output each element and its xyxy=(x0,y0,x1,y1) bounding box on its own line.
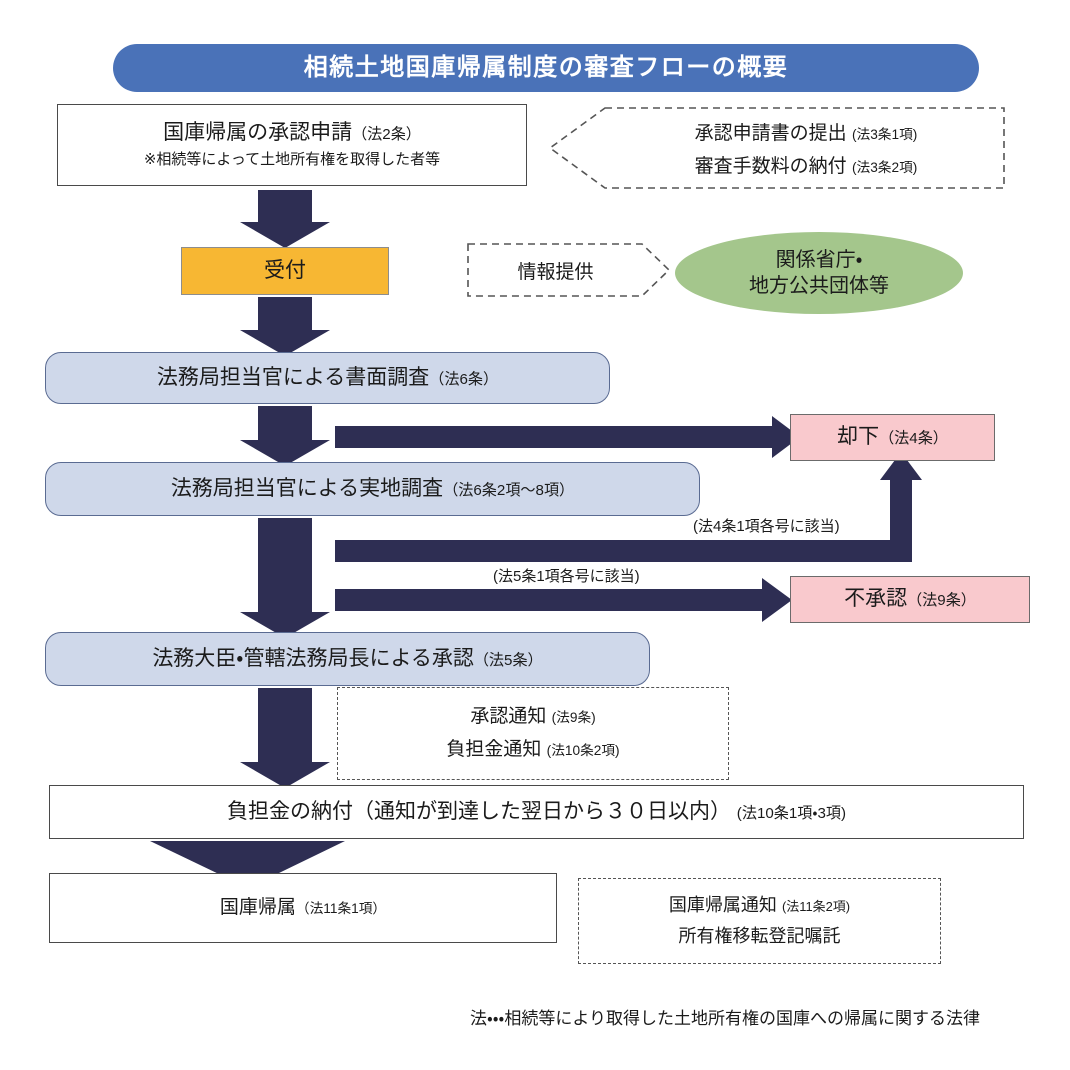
node-related-agencies: 関係省庁・ 地方公共団体等 xyxy=(675,232,963,314)
page-title: 相続土地国庫帰属制度の審査フローの概要 xyxy=(113,44,979,92)
node-document-survey-label: 法務局担当官による書面調査 xyxy=(156,365,430,389)
callout-information-label: 情報提供 xyxy=(517,261,594,283)
callout-notices-row-2: 負担金通知 (法10条2項) xyxy=(446,738,619,762)
node-application-title: 国庫帰属の承認申請（法2条） xyxy=(163,120,421,147)
node-field-survey-label: 法務局担当官による実地調査 xyxy=(170,476,444,500)
node-national-treasury: 国庫帰属（法11条1項） xyxy=(49,873,557,943)
node-approval-ref: （法5条） xyxy=(473,651,543,669)
node-national-treasury-ref: （法11条1項） xyxy=(295,900,387,916)
node-national-treasury-label: 国庫帰属 xyxy=(219,896,296,918)
callout-submission-row-2: 審査手数料の納付 (法3条2項) xyxy=(695,151,918,178)
callout-submission-shape xyxy=(548,107,1005,189)
callout-information-provision: 情報提供 xyxy=(466,242,671,298)
node-rejection-ref: （法9条） xyxy=(907,592,976,610)
arrow-field-survey-to-approval xyxy=(240,518,330,638)
node-document-survey-ref: （法6条） xyxy=(429,370,499,388)
arrow-approval-to-payment xyxy=(240,688,330,788)
callout-notices: 承認通知 (法9条) 負担金通知 (法10条2項) xyxy=(337,687,729,780)
node-field-survey-ref: （法6条2項〜8項） xyxy=(443,481,575,499)
callout-information-shape xyxy=(467,243,671,297)
node-approval: 法務大臣・管轄法務局長による承認（法5条） xyxy=(45,632,650,686)
node-document-survey: 法務局担当官による書面調査（法6条） xyxy=(45,352,610,404)
callout-submission-row-2-ref: (法3条2項) xyxy=(851,160,918,175)
callout-transfer-row-1-ref: (法11条2項) xyxy=(781,898,851,914)
callout-submission-row-1: 承認申請書の提出 (法3条1項) xyxy=(695,118,918,145)
node-application-ref: （法2条） xyxy=(352,126,421,144)
node-application-label: 国庫帰属の承認申請 xyxy=(163,121,353,145)
node-application: 国庫帰属の承認申請（法2条） ※相続等によって土地所有権を取得した者等 xyxy=(57,104,527,186)
node-agencies-line-2: 地方公共団体等 xyxy=(749,275,889,297)
callout-submission-row-2-label: 審査手数料の納付 xyxy=(694,156,847,177)
edge-label-article-5: (法5条1項各号に該当) xyxy=(493,568,640,585)
footnote: 法・・・相続等により取得した土地所有権の国庫への帰属に関する法律 xyxy=(470,1009,980,1028)
callout-notices-row-2-ref: (法10条2項) xyxy=(546,742,620,758)
callout-submission-row-1-label: 承認申請書の提出 xyxy=(694,123,847,144)
callout-notices-row-1-label: 承認通知 xyxy=(470,706,547,728)
node-dismissal-label: 却下 xyxy=(837,425,880,449)
node-rejection: 不承認（法9条） xyxy=(790,576,1030,623)
callout-notices-row-1: 承認通知 (法9条) xyxy=(470,705,595,729)
callout-transfer-row-1-label: 国庫帰属通知 xyxy=(668,894,777,915)
callout-transfer-registration: 国庫帰属通知 (法11条2項) 所有権移転登記嘱託 xyxy=(578,878,941,964)
arrow-doc-survey-to-dismissal xyxy=(335,416,800,458)
arrow-doc-survey-to-field-survey xyxy=(240,406,330,466)
node-reception: 受付 xyxy=(181,247,389,295)
node-dismissal: 却下（法4条） xyxy=(790,414,995,461)
node-agencies-line-1: 関係省庁・ xyxy=(775,249,863,271)
arrow-reception-to-doc-survey xyxy=(240,297,330,356)
node-approval-label: 法務大臣・管轄法務局長による承認 xyxy=(152,646,474,670)
node-dismissal-ref: （法4条） xyxy=(879,430,948,448)
callout-submission: 承認申請書の提出 (法3条1項) 審査手数料の納付 (法3条2項) xyxy=(548,106,1006,190)
edge-label-article-4: (法4条1項各号に該当) xyxy=(693,518,840,535)
callout-notices-row-2-label: 負担金通知 xyxy=(446,738,542,760)
callout-transfer-row-1: 国庫帰属通知 (法11条2項) xyxy=(669,894,850,917)
node-rejection-label: 不承認 xyxy=(844,587,908,611)
callout-notices-row-1-ref: (法9条) xyxy=(551,710,596,726)
node-payment-label: 負担金の納付（通知が到達した翌日から３０日以内） xyxy=(226,799,731,823)
node-field-survey: 法務局担当官による実地調査（法6条2項〜8項） xyxy=(45,462,700,516)
callout-transfer-row-2: 所有権移転登記嘱託 xyxy=(678,926,841,946)
arrow-application-to-reception xyxy=(240,190,330,248)
node-payment-ref: (法10条1項・3項) xyxy=(736,804,847,822)
node-application-note: ※相続等によって土地所有権を取得した者等 xyxy=(143,151,441,169)
node-payment: 負担金の納付（通知が到達した翌日から３０日以内） (法10条1項・3項) xyxy=(49,785,1024,839)
callout-submission-row-1-ref: (法3条1項) xyxy=(851,127,918,142)
